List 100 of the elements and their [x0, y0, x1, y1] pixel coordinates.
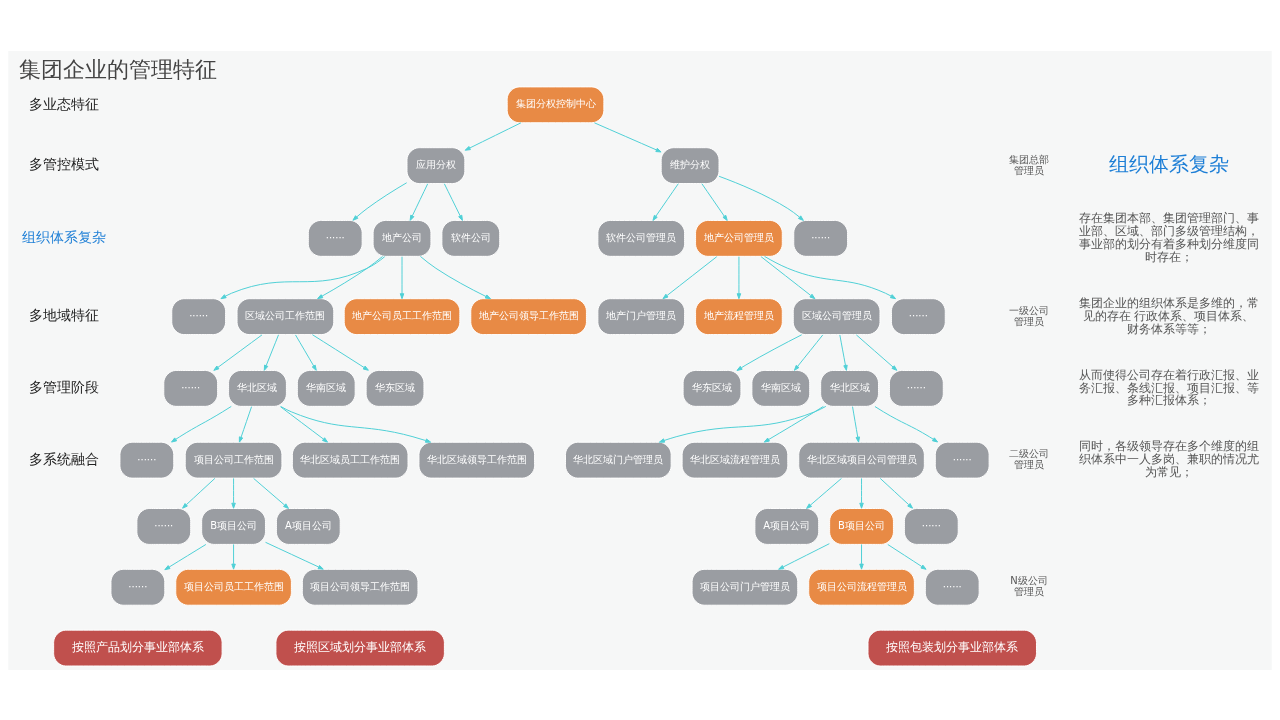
- node-box: ······: [890, 297, 946, 335]
- diagram-title: 集团企业的管理特征: [18, 56, 217, 82]
- arrow: [220, 255, 386, 299]
- arrow: [736, 333, 803, 371]
- arrow: [265, 541, 324, 570]
- arrow: [718, 175, 804, 221]
- arrow: [409, 182, 429, 221]
- arrow: [443, 182, 463, 221]
- node-box: ······: [171, 297, 227, 335]
- node-box: ······: [888, 369, 944, 407]
- arrow: [859, 477, 864, 509]
- node-box: 区域公司管理员: [792, 297, 881, 335]
- label: 一级公司管理员: [1008, 304, 1049, 327]
- node-box: 按照区域划分事业部体系: [275, 629, 445, 666]
- node-box: 软件公司管理员: [597, 219, 686, 257]
- arrow: [806, 477, 842, 509]
- arrow: [852, 405, 860, 443]
- node-box: 华南区域: [751, 369, 811, 407]
- node-box: B项目公司: [829, 507, 894, 545]
- arrow: [593, 121, 662, 152]
- label: 组织体系复杂: [1108, 152, 1229, 176]
- arrow: [763, 405, 824, 443]
- arrow: [317, 255, 384, 299]
- arrow: [778, 542, 830, 570]
- node-box: 应用分权: [406, 146, 466, 184]
- arrow: [253, 477, 289, 509]
- arrow: [652, 182, 679, 221]
- node-box: 项目公司门户管理员: [691, 568, 799, 606]
- node-box: 软件公司: [441, 219, 501, 257]
- arrow: [311, 333, 369, 371]
- label: 组织体系复杂: [22, 228, 107, 245]
- arrow: [352, 181, 408, 221]
- node-box: 维护分权: [660, 146, 720, 184]
- arrow: [419, 255, 491, 299]
- node-box: 地产公司员工工作范围: [343, 297, 461, 335]
- arrow: [263, 333, 279, 371]
- arrow: [887, 543, 927, 570]
- arrow: [736, 255, 742, 299]
- arrow: [279, 405, 329, 443]
- arrow: [464, 121, 522, 151]
- node-box: A项目公司: [754, 507, 820, 545]
- node-box: 华北区域项目公司管理员: [798, 441, 925, 479]
- arrow: [839, 333, 848, 371]
- arrow: [280, 405, 432, 443]
- label: 集团总部管理员: [1008, 153, 1049, 176]
- label: 多业态特征: [29, 95, 100, 112]
- node-box: A项目公司: [275, 507, 341, 545]
- arrow: [879, 477, 914, 509]
- arrow: [213, 333, 263, 371]
- arrow: [295, 333, 317, 371]
- arrow: [855, 333, 898, 371]
- node-box: ······: [163, 369, 219, 407]
- node-box: 华北区域领导工作范围: [418, 441, 536, 479]
- node-box: 地产流程管理员: [695, 297, 783, 335]
- node-box: ······: [934, 441, 990, 479]
- node-box: 项目公司领导工作范围: [301, 568, 419, 606]
- node-box: 地产门户管理员: [597, 297, 686, 335]
- arrow: [399, 255, 405, 299]
- arrow: [764, 255, 897, 299]
- label: 二级公司管理员: [1008, 447, 1049, 470]
- label: 同时，各级领导存在多个维度的组织体系中一人多岗、兼职的情况尤为常见；: [1078, 438, 1259, 479]
- node-box: 华北区域: [228, 369, 287, 407]
- label: 多地域特征: [29, 306, 100, 323]
- node-box: 项目公司流程管理员: [808, 568, 915, 606]
- node-box: 项目公司员工工作范围: [175, 568, 292, 606]
- label: 多管控模式: [29, 155, 100, 172]
- label: 多管理阶段: [29, 378, 100, 395]
- node-box: 华北区域门户管理员: [565, 441, 672, 479]
- arrow: [171, 405, 232, 443]
- label: 从而使得公司存在着行政汇报、业务汇报、条线汇报、项目汇报、等多种汇报体系；: [1078, 367, 1259, 407]
- arrow: [859, 543, 864, 570]
- node-box: ······: [903, 507, 959, 545]
- arrow: [164, 543, 207, 570]
- arrow: [760, 255, 816, 299]
- node-box: 华南区域: [296, 369, 356, 407]
- arrow: [231, 477, 236, 509]
- node-box: 地产公司领导工作范围: [470, 297, 587, 335]
- node-box: 按照产品划分事业部体系: [53, 629, 223, 666]
- node-box: ······: [307, 219, 363, 257]
- node-box: 按照包装划分事业部体系: [867, 629, 1037, 666]
- node-box: ······: [136, 507, 192, 545]
- node-box: 华北区域: [820, 369, 879, 407]
- node-box: 集团分权控制中心: [506, 85, 605, 123]
- node-box: 华东区域: [365, 369, 425, 407]
- node-box: 项目公司工作范围: [184, 441, 283, 479]
- label: 存在集团本部、集团管理部门、事业部、区域、部门多级管理结构，事业部的划分有着多种划分维度同时存在；: [1078, 210, 1259, 264]
- node-box: ······: [110, 568, 166, 606]
- label: N级公司管理员: [1010, 574, 1048, 597]
- arrow: [182, 477, 216, 509]
- arrow: [231, 543, 236, 570]
- node-box: 华北区域员工工作范围: [291, 441, 409, 479]
- label: 集团企业的组织体系是多维的，常见的存在 行政体系、项目体系、财务体系等等；: [1078, 295, 1259, 336]
- arrow: [793, 333, 824, 371]
- node-box: 区域公司工作范围: [236, 297, 335, 335]
- arrow: [662, 255, 718, 299]
- node-box: 华东区域: [682, 369, 742, 407]
- arrow: [701, 182, 728, 221]
- node-box: ······: [119, 441, 175, 479]
- label: 多系统融合: [29, 450, 100, 467]
- node-box: 地产公司: [372, 219, 432, 257]
